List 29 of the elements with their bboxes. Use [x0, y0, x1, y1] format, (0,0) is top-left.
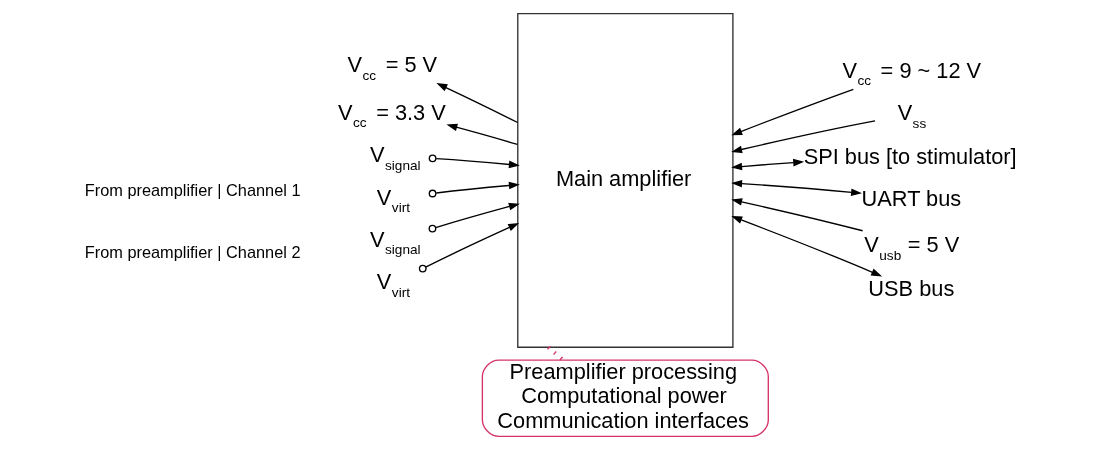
arrow [428, 181, 520, 198]
arrow [445, 123, 518, 146]
node-text: V$_{cc}$ = 3.3 V [337, 99, 446, 131]
node-text: V$_{cc}$ = 5 V [347, 52, 437, 83]
arrow [730, 158, 804, 171]
node-box: Main amplifier [516, 12, 734, 348]
node-text: V$_{usb}$ = 5 V [863, 232, 959, 263]
node-text: UART bus [861, 186, 961, 212]
arrow [428, 154, 520, 169]
node-text: V$_{ss}$ [897, 100, 926, 131]
node-text: USB bus [867, 275, 954, 301]
node-text: V$_{signal}$ [369, 142, 421, 173]
node-text: V$_{signal}$ [369, 226, 421, 258]
label: From preamplifier | Channel 1 [84, 180, 300, 199]
node-text: V$_{virt}$ [376, 269, 410, 300]
arrow [428, 202, 520, 233]
arrow [418, 223, 519, 273]
node-text: SPI bus [to stimulator] [803, 143, 1017, 169]
arrow [730, 179, 862, 197]
connector [546, 345, 564, 362]
arrow [730, 216, 882, 277]
arrow [435, 83, 518, 124]
label: From preamplifier | Channel 2 [84, 243, 300, 262]
arrow [730, 88, 854, 136]
node-text: V$_{virt}$ [376, 184, 410, 216]
arrow [730, 198, 863, 232]
node-box: Preamplifier processing Computational power Communication interfaces [481, 359, 769, 438]
arrow [730, 120, 876, 154]
node-text: V$_{cc}$ = 9 ~ 12 V [842, 57, 981, 89]
